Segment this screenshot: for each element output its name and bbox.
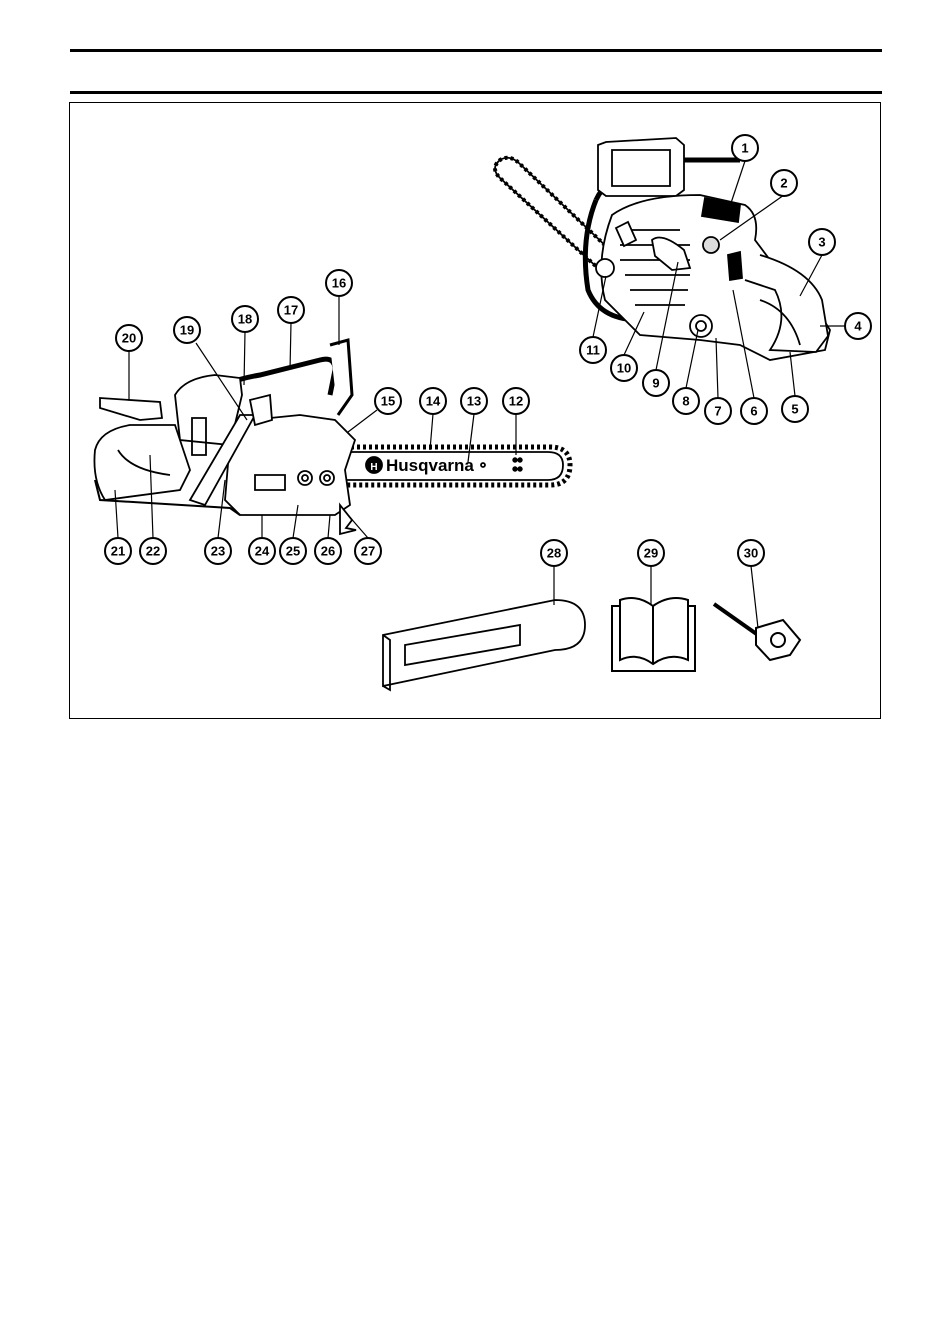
callout-label: 5 <box>791 402 798 417</box>
callout-27: 27 <box>355 538 381 564</box>
callout-22: 22 <box>140 538 166 564</box>
callout-19: 19 <box>174 317 200 343</box>
callout-8: 8 <box>673 388 699 414</box>
callout-label: 10 <box>617 361 631 376</box>
svg-text:H: H <box>370 462 377 473</box>
callout-label: 8 <box>682 394 689 409</box>
callout-21: 21 <box>105 538 131 564</box>
callout-5: 5 <box>782 396 808 422</box>
callout-label: 27 <box>361 544 375 559</box>
manual-book-icon <box>612 598 695 671</box>
callout-label: 25 <box>286 544 300 559</box>
callout-24: 24 <box>249 538 275 564</box>
callout-4: 4 <box>845 313 871 339</box>
callout-13: 13 <box>461 388 487 414</box>
callout-label: 9 <box>652 376 659 391</box>
callout-label: 16 <box>332 276 346 291</box>
callout-9: 9 <box>643 370 669 396</box>
callout-12: 12 <box>503 388 529 414</box>
callout-label: 26 <box>321 544 335 559</box>
callout-1: 1 <box>732 135 758 161</box>
callout-11: 11 <box>580 337 606 363</box>
callout-label: 2 <box>780 176 787 191</box>
husqvarna-logo-text: Husqvarna <box>386 456 474 475</box>
callout-label: 22 <box>146 544 160 559</box>
callout-28: 28 <box>541 540 567 566</box>
callout-18: 18 <box>232 306 258 332</box>
callout-label: 3 <box>818 235 825 250</box>
callout-label: 11 <box>586 343 600 358</box>
callout-15: 15 <box>375 388 401 414</box>
bar-guard <box>383 600 585 690</box>
callout-25: 25 <box>280 538 306 564</box>
chainsaw-side-view: H Husqvarna <box>94 340 570 534</box>
callout-30: 30 <box>738 540 764 566</box>
callout-label: 21 <box>111 544 125 559</box>
callout-label: 23 <box>211 544 225 559</box>
callout-29: 29 <box>638 540 664 566</box>
callout-label: 18 <box>238 312 252 327</box>
callout-26: 26 <box>315 538 341 564</box>
callout-16: 16 <box>326 270 352 296</box>
callout-10: 10 <box>611 355 637 381</box>
callout-2: 2 <box>771 170 797 196</box>
callout-label: 15 <box>381 394 395 409</box>
callout-20: 20 <box>116 325 142 351</box>
callout-3: 3 <box>809 229 835 255</box>
callout-label: 19 <box>180 323 194 338</box>
callout-label: 6 <box>750 404 757 419</box>
callout-23: 23 <box>205 538 231 564</box>
callout-label: 20 <box>122 331 136 346</box>
callout-label: 13 <box>467 394 481 409</box>
callout-label: 1 <box>741 141 748 156</box>
callout-label: 30 <box>744 546 758 561</box>
callout-14: 14 <box>420 388 446 414</box>
callout-label: 7 <box>714 404 721 419</box>
callout-label: 29 <box>644 546 658 561</box>
callout-label: 17 <box>284 303 298 318</box>
callout-label: 14 <box>426 394 441 409</box>
callout-label: 4 <box>854 319 862 334</box>
callout-label: 24 <box>255 544 270 559</box>
combination-wrench-icon <box>714 604 800 660</box>
callout-6: 6 <box>741 398 767 424</box>
callout-label: 28 <box>547 546 561 561</box>
callout-17: 17 <box>278 297 304 323</box>
callout-label: 12 <box>509 394 523 409</box>
callout-7: 7 <box>705 398 731 424</box>
